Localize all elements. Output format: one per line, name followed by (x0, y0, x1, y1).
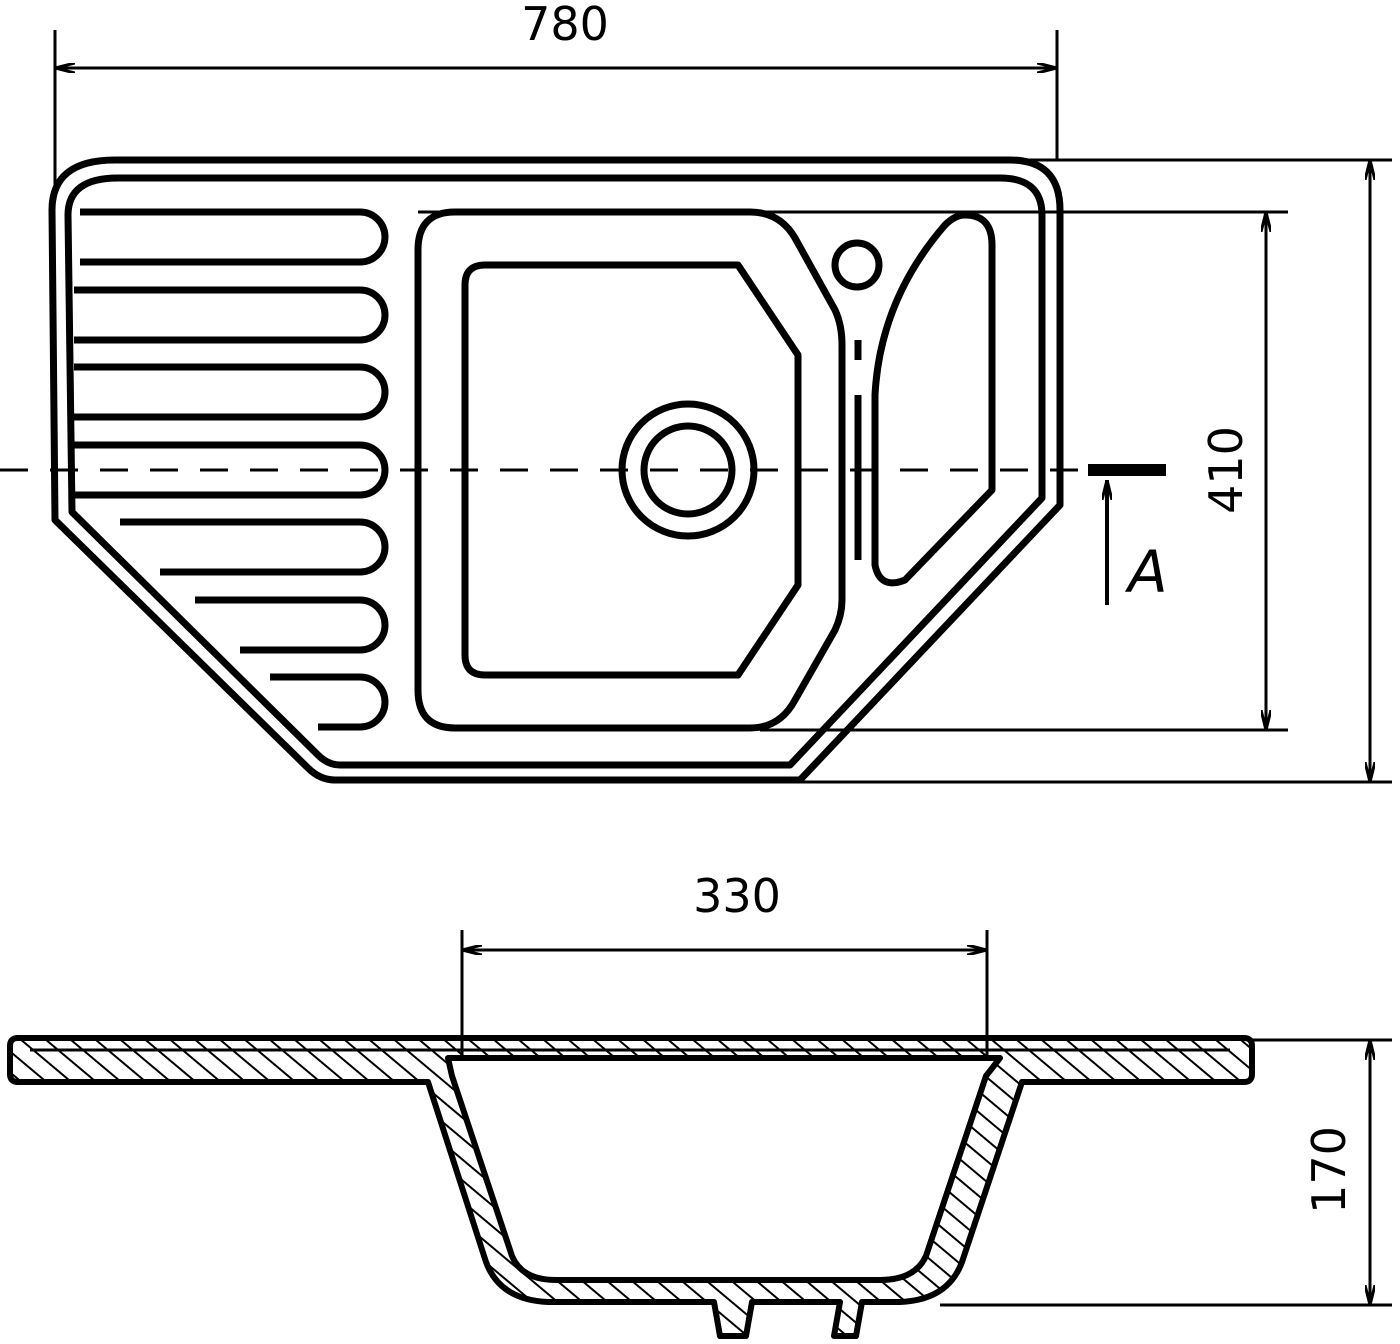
main-bowl-rim (414, 208, 846, 732)
dimension-bowl-depth (940, 1038, 1392, 1307)
main-bowl-inner (461, 261, 802, 679)
outer-outline (48, 156, 1064, 784)
dimension-width (53, 30, 1059, 200)
depth-label: 410 (1199, 426, 1253, 514)
drain-inner-ring (640, 422, 736, 518)
width-label: 780 (521, 0, 609, 51)
section-hatched-body (7, 1035, 1255, 1339)
bowl-depth-label: 170 (1302, 1126, 1356, 1214)
bowl-width-label: 330 (693, 869, 781, 923)
section-cut-mark (1088, 464, 1166, 476)
section-label: A (1124, 538, 1168, 606)
inner-outline (64, 174, 1046, 769)
drainboard-grooves (74, 208, 389, 731)
dimension-depth (418, 158, 1392, 784)
dimension-bowl-width (460, 930, 989, 1058)
section-view (7, 1035, 1255, 1339)
small-bowl (871, 211, 996, 587)
faucet-hole (831, 239, 883, 291)
